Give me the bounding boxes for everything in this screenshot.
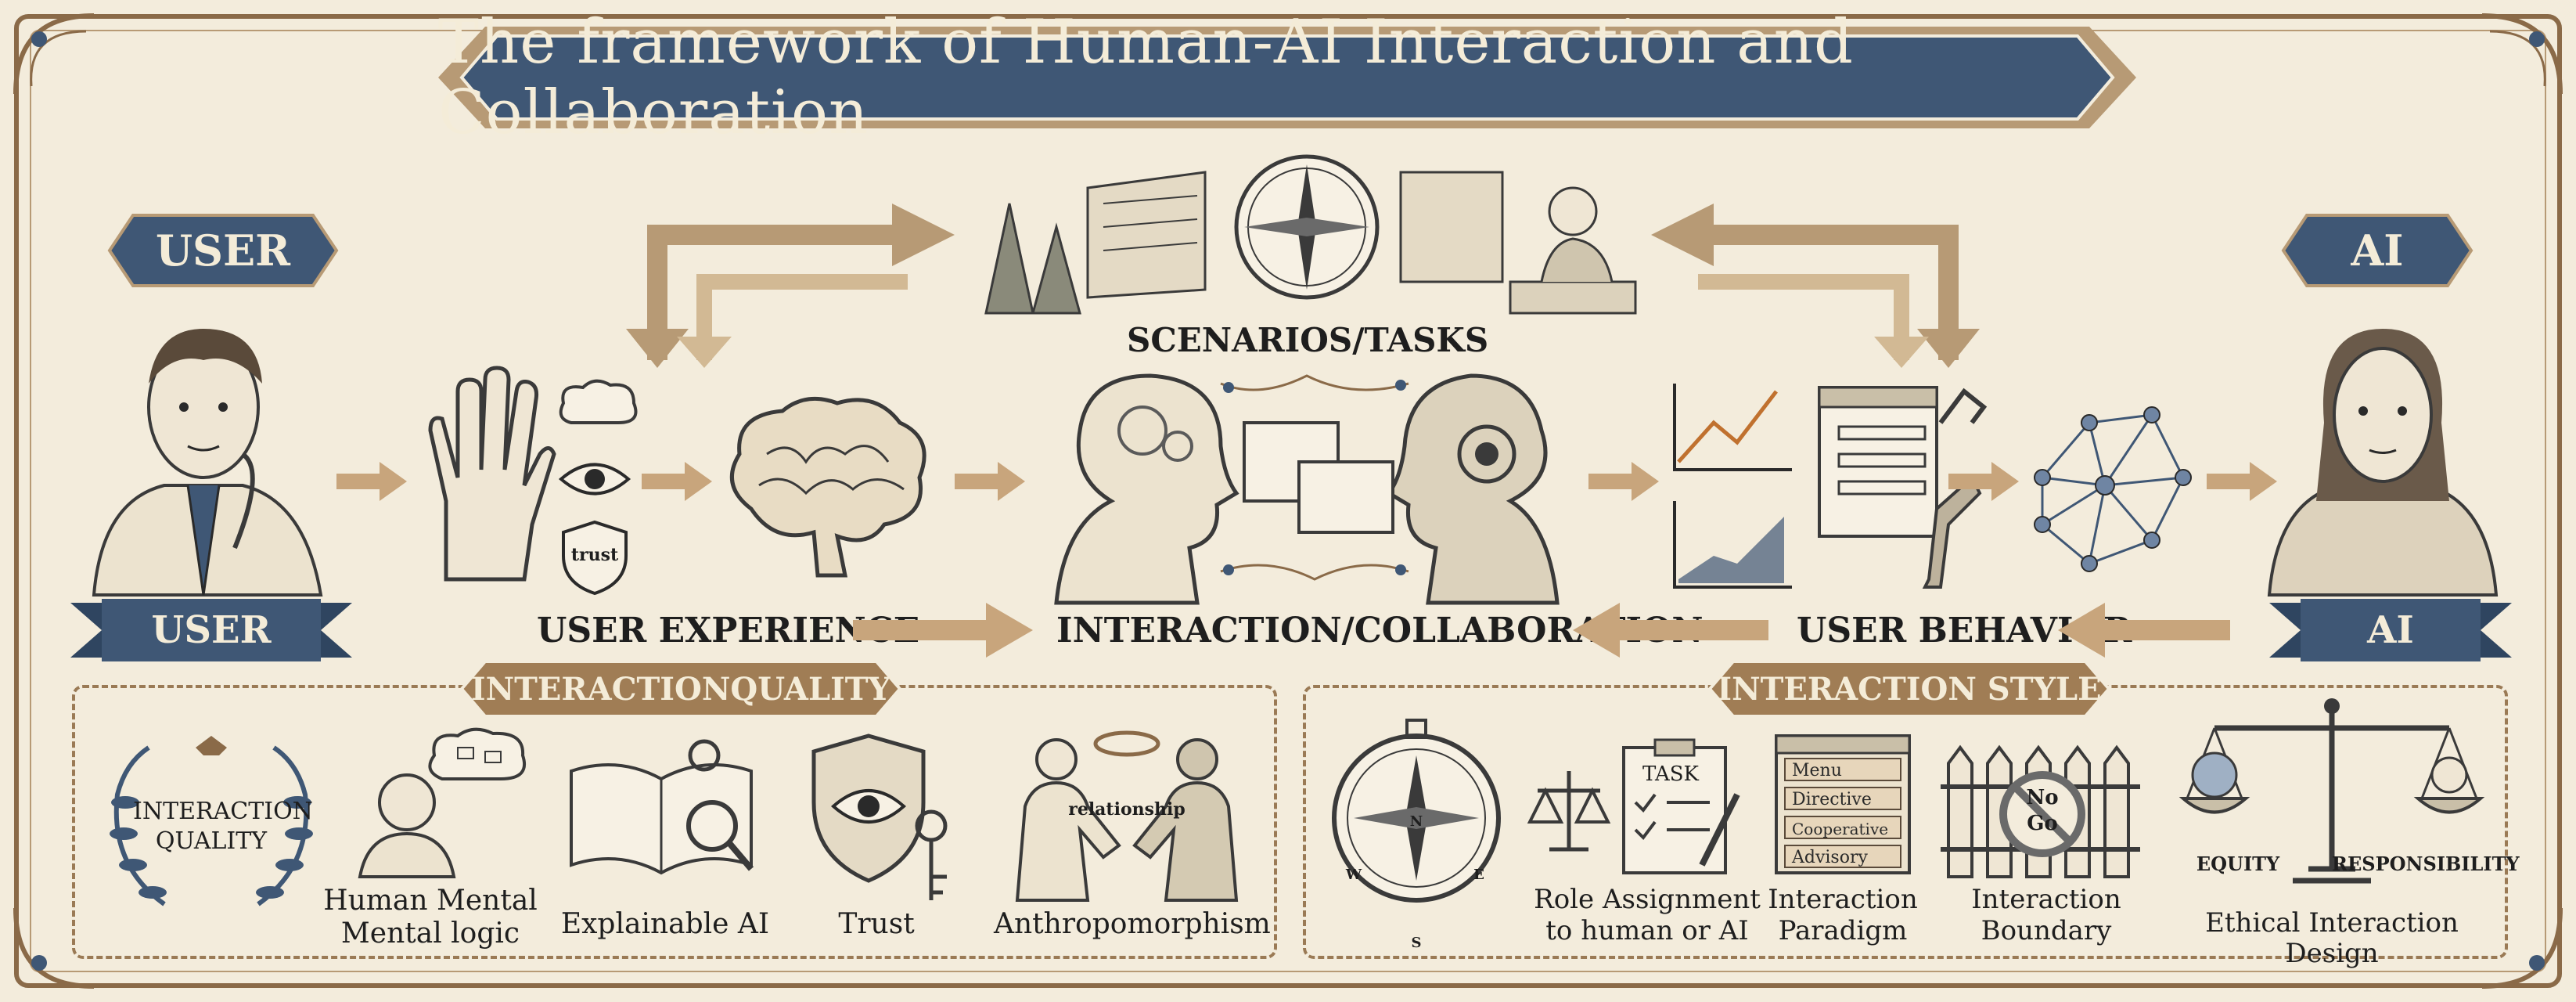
- compass-icon: [1234, 154, 1380, 300]
- human-head-icon: [1054, 373, 1239, 605]
- robot-head-icon: [1386, 373, 1560, 605]
- interaction-paradigm-label-2: Paradigm: [1778, 915, 1908, 946]
- medical-scene-icon: [1399, 171, 1637, 315]
- flow-arrow-icon: [336, 462, 407, 501]
- corner-ornament-icon: [13, 907, 95, 989]
- compass-style-icon: [1332, 719, 1501, 903]
- network-graph-icon: [2034, 406, 2192, 572]
- wreath-text-1: INTERACTION: [133, 798, 313, 825]
- equity-label: EQUITY: [2196, 852, 2280, 875]
- right-flow-arrow-icon: [853, 603, 1033, 658]
- role-assignment-label: Role Assignment: [1534, 884, 1761, 915]
- page-title: The framework of Human-AI Interaction an…: [438, 7, 1854, 148]
- open-book-icon: [570, 739, 754, 875]
- wreath-text-2: QUALITY: [155, 827, 268, 855]
- form-window-icon: [1818, 386, 1938, 538]
- ethical-interaction-design-label: Ethical Interaction Design: [2205, 907, 2459, 970]
- thought-cloud-icon: [559, 379, 638, 424]
- relationship-text: relationship: [1068, 799, 1185, 820]
- flow-arrow-icon: [2207, 462, 2277, 501]
- outer-frame: [14, 14, 2562, 988]
- role-to-human-label: to human or AI: [1545, 915, 1749, 946]
- left-flow-arrow-icon: [1573, 603, 1768, 658]
- corner-ornament-icon: [2481, 907, 2563, 989]
- human-mental-person-icon: [358, 773, 456, 878]
- explainable-ai-label: Explainable AI: [560, 908, 770, 940]
- flow-arrow-icon: [1588, 462, 1659, 501]
- no-text: No: [2026, 786, 2059, 809]
- quality-header-label: INTERACTIONQUALITY: [470, 670, 891, 708]
- human-robot-handshake-icon: [1015, 730, 1239, 902]
- network-screens-icon: [1220, 374, 1409, 581]
- ai-person-icon: [2267, 329, 2499, 597]
- menu-item[interactable]: Directive: [1784, 787, 1901, 810]
- ai-top-banner: [2281, 214, 2473, 287]
- corner-ornament-icon: [13, 13, 95, 95]
- user-bottom-label: USER: [151, 608, 272, 652]
- left-loop-arrow-icon: [626, 204, 955, 368]
- interaction-boundary-label-1: Interaction: [1971, 884, 2121, 915]
- trust-shield-icon: [562, 520, 628, 596]
- user-top-label: USER: [155, 225, 291, 276]
- hand-icon: [428, 366, 556, 582]
- compass-w: W: [1345, 867, 1362, 883]
- right-loop-arrow-icon: [1651, 204, 1980, 368]
- go-text: Go: [2027, 812, 2058, 835]
- thought-bubble-icon: [428, 727, 526, 780]
- user-top-banner: [107, 214, 339, 287]
- eye-icon: [558, 463, 631, 496]
- title-banner: [438, 27, 2136, 128]
- anthropomorphism-label: Anthropomorphism: [994, 908, 1271, 940]
- user-bottom-ribbon: [70, 599, 352, 661]
- flow-arrow-icon: [642, 462, 712, 501]
- brain-icon: [729, 396, 926, 578]
- trust-label: Trust: [838, 908, 915, 940]
- corner-ornament-icon: [2481, 13, 2563, 95]
- menu-item[interactable]: Cooperative: [1784, 816, 1901, 839]
- responsibility-label: RESPONSIBILITY: [2332, 852, 2520, 875]
- flow-arrow-icon: [955, 462, 1025, 501]
- forest-scene-icon: [984, 171, 1207, 315]
- ai-bottom-ribbon: [2269, 599, 2512, 661]
- ai-top-label: AI: [2351, 225, 2404, 276]
- trust-shield-key-icon: [811, 733, 948, 900]
- quality-header-pill: [459, 660, 902, 718]
- task-text: TASK: [1642, 762, 1699, 786]
- style-header-label: INTERACTION STYLE: [1717, 670, 2102, 708]
- compass-e: E: [1473, 867, 1484, 883]
- compass-s: S: [1411, 935, 1422, 951]
- interaction-boundary-label-2: Boundary: [1981, 915, 2112, 946]
- menu-item[interactable]: Menu: [1784, 758, 1901, 781]
- trend-chart-icon: [1673, 384, 1792, 589]
- scales-small-icon: [1527, 771, 1611, 852]
- left-flow-arrow-icon: [2058, 603, 2230, 658]
- user-person-icon: [92, 329, 323, 597]
- compass-n: N: [1409, 813, 1423, 830]
- mental-logic-label: Mental logic: [340, 917, 520, 950]
- scenarios-tasks-label: SCENARIOS/TASKS: [1127, 321, 1489, 359]
- fence-no-go-icon: [1941, 744, 2140, 878]
- interaction-paradigm-label-1: Interaction: [1768, 884, 1918, 915]
- ai-bottom-label: AI: [2367, 608, 2414, 652]
- human-mental-label: Human Mental: [323, 885, 538, 917]
- menu-item[interactable]: Advisory: [1784, 845, 1901, 868]
- ethical-scales-icon: [2178, 698, 2485, 884]
- flow-arrow-icon: [1948, 462, 2019, 501]
- laurel-wreath-icon: [110, 736, 313, 906]
- task-clipboard-icon: [1622, 738, 1740, 874]
- trust-shield-text: trust: [570, 545, 619, 565]
- style-header-pill: [1707, 660, 2111, 718]
